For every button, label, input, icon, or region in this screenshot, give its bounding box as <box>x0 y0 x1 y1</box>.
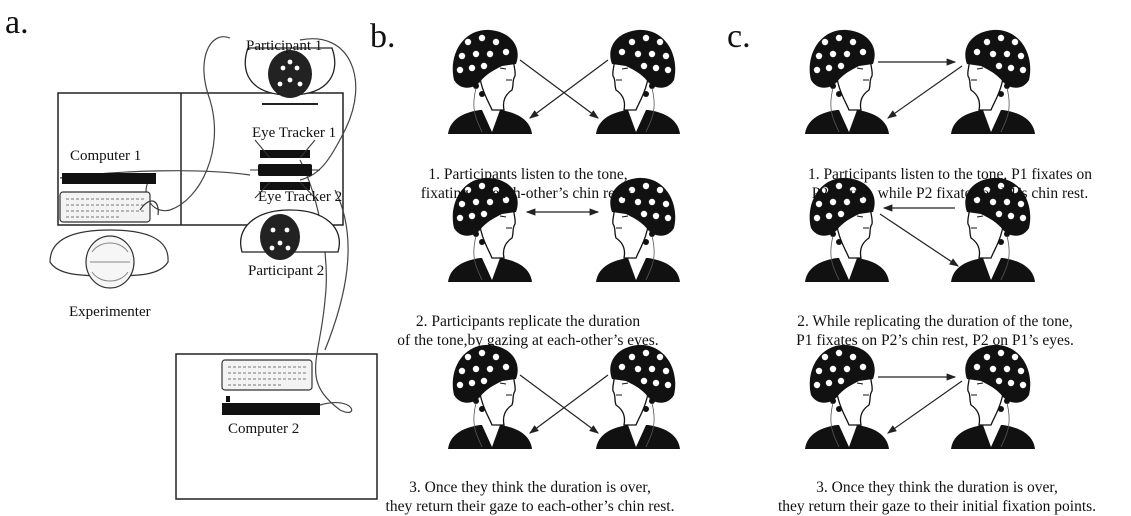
panel-b-gaze-arrow-p2-row1 <box>529 59 609 119</box>
panel-c-caption-3: 3. Once they think the duration is over,… <box>777 479 1097 515</box>
panel-c-gaze-arrow-p1-row2 <box>879 213 959 267</box>
panel-b-label: b. <box>370 18 396 55</box>
experimenter-figure <box>49 200 169 289</box>
panel-b-participant1-row3 <box>448 344 532 449</box>
panel-c-participant1-row1 <box>805 29 889 134</box>
participant2-label: Participant 2 <box>248 263 325 279</box>
computer2-keyboard <box>221 359 313 391</box>
panel-c-caption-1: 1. Participants listen to the tone, P1 f… <box>807 166 1093 202</box>
panel-b-participant1-row1 <box>448 29 532 134</box>
panel-c-participant1-row3 <box>805 344 889 449</box>
panel-b-gaze-arrow-p2-row3 <box>529 374 609 434</box>
panel-c-participant2-row3 <box>951 344 1035 449</box>
panel-b-participant2-row3 <box>596 344 680 449</box>
panel-c-gaze-arrow-p2-row1 <box>887 65 963 119</box>
panel-c-participant1-row2 <box>805 177 889 282</box>
panel-b-gaze-arrow-p1-row3 <box>519 374 599 434</box>
panel-b-participant2-row2 <box>596 177 680 282</box>
participant1-figure <box>244 47 336 105</box>
computer2-monitor <box>222 403 320 415</box>
panel-c-participant2-row1 <box>951 29 1035 134</box>
panel-b-participant1-row2 <box>448 177 532 282</box>
computer1-keyboard <box>59 191 151 223</box>
computer1-monitor <box>62 173 156 184</box>
participant2-figure <box>240 209 340 260</box>
panel-c-gaze-arrow-p2-row3 <box>887 380 963 434</box>
eye-tracker2-label: Eye Tracker 2 <box>258 189 343 205</box>
panel-b-caption-1: 1. Participants listen to the tone, fixa… <box>420 166 636 202</box>
panel-b-caption-2: 2. Participants replicate the duration o… <box>397 313 659 349</box>
computer2-table <box>175 353 378 500</box>
panel-a-label: a. <box>5 4 29 41</box>
panel-c-caption-2: 2. While replicating the duration of the… <box>796 313 1074 349</box>
eye-tracker-device <box>250 139 320 199</box>
panel-c-participant2-row2 <box>951 177 1035 282</box>
panel-b-participant2-row1 <box>596 29 680 134</box>
eye-tracker1-label: Eye Tracker 1 <box>252 125 337 141</box>
panel-b-gaze-arrow-p1-row1 <box>519 59 599 119</box>
experimenter-label: Experimenter <box>69 304 151 320</box>
computer2-label: Computer 2 <box>228 421 300 437</box>
lab-table <box>57 92 344 226</box>
panel-c-label: c. <box>727 18 751 55</box>
computer1-label: Computer 1 <box>70 148 142 164</box>
panel-b-caption-3: 3. Once they think the duration is over,… <box>385 479 675 515</box>
participant1-label: Participant 1 <box>246 38 323 54</box>
